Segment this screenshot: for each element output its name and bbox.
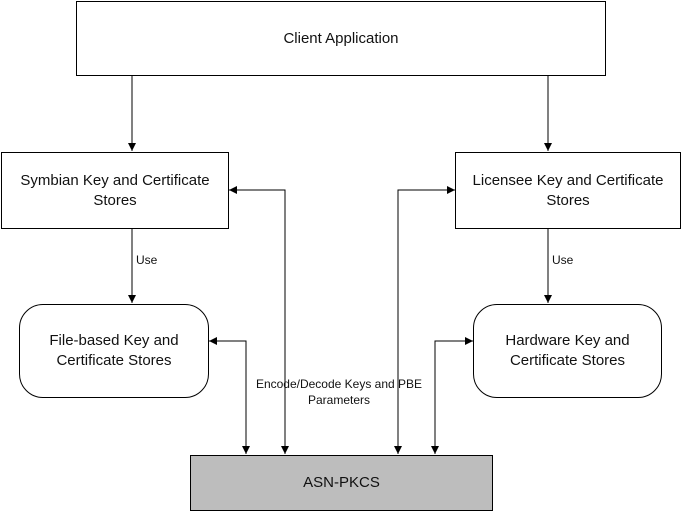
symbian-stores-box: Symbian Key and Certificate Stores <box>1 152 229 229</box>
arrow-asn-file-based <box>209 337 250 454</box>
file-based-stores-label: File-based Key and Certificate Stores <box>49 332 179 369</box>
licensee-stores-box: Licensee Key and Certificate Stores <box>455 152 681 229</box>
use-label-right: Use <box>552 253 574 267</box>
client-application-box: Client Application <box>76 1 606 76</box>
licensee-stores-label: Licensee Key and Certificate Stores <box>472 171 664 209</box>
client-application-label: Client Application <box>283 29 399 47</box>
arrow-asn-licensee <box>394 186 455 454</box>
asn-pkcs-label: ASN-PKCS <box>303 474 380 491</box>
encode-decode-label: Encode/Decode Keys and PBE Parameters <box>255 377 423 407</box>
symbian-stores-label: Symbian Key and Certificate Stores <box>20 171 210 209</box>
hardware-stores-label: Hardware Key and Certificate Stores <box>505 332 630 369</box>
arrow-asn-symbian <box>229 186 289 454</box>
asn-pkcs-box: ASN-PKCS <box>190 455 493 511</box>
arrow-asn-hardware <box>431 337 473 454</box>
use-label-left: Use <box>136 253 158 267</box>
file-based-stores-box: File-based Key and Certificate Stores <box>19 304 209 398</box>
hardware-stores-box: Hardware Key and Certificate Stores <box>473 304 662 398</box>
